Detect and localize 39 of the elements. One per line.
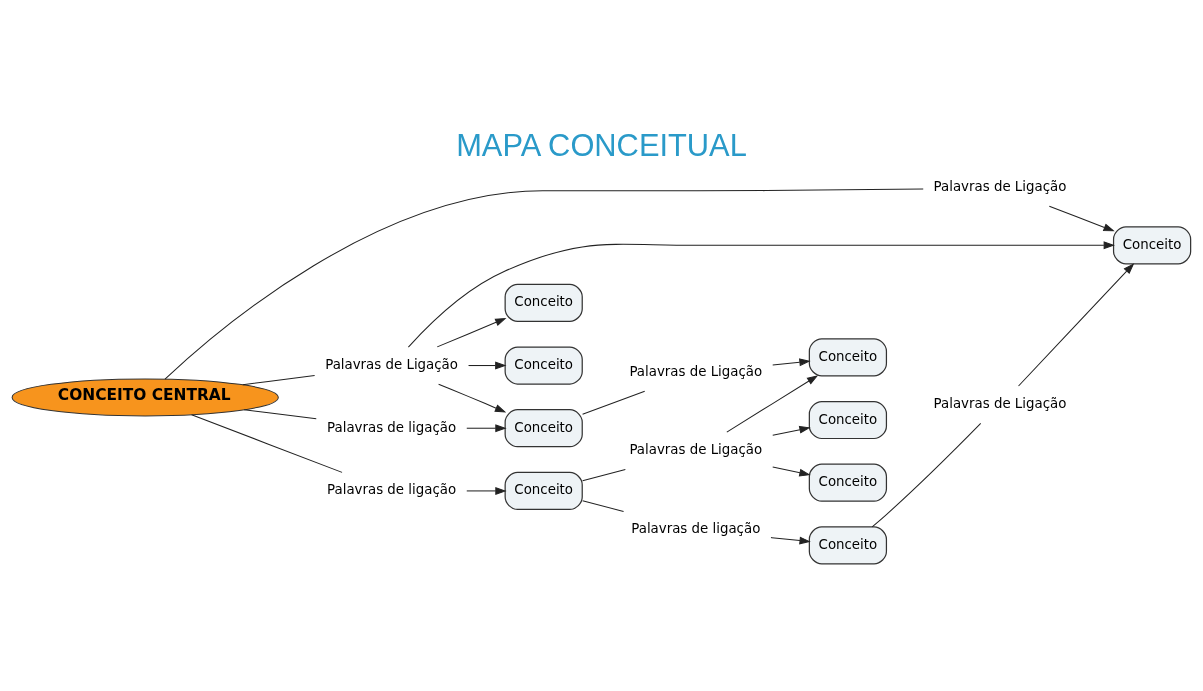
node-box: Conceito [504,471,583,511]
arrow [466,486,507,495]
node-text: Palavras de ligação [327,482,457,498]
connector [242,374,316,386]
node-box: Conceito [808,338,888,377]
node-box: Conceito [504,346,583,385]
arrow [772,425,811,436]
node-text: Palavras de Ligação [325,357,458,373]
diagram-title: MAPA CONCEITUAL [456,127,747,163]
arrow [1018,263,1135,387]
connector [871,422,982,528]
arrow [438,383,507,413]
node-box: Conceito [504,409,583,448]
arrow [407,241,1115,348]
node-box: Conceito [808,526,888,565]
node-box: Conceito [504,283,583,322]
arrow [468,361,507,370]
arrow [1048,205,1115,232]
node-text: Palavras de ligação [327,419,457,435]
arrow [466,424,507,433]
arrow [436,317,507,348]
connector [582,500,625,512]
arrow [770,536,811,545]
node-text: Palavras de Ligação [933,396,1067,412]
connector [191,414,343,473]
node-box: Conceito [808,400,888,440]
connector [582,390,646,415]
node-box: Conceito [808,463,888,502]
node-text: Palavras de Ligação [629,442,763,458]
node-text: Palavras de ligação [631,521,761,537]
arrow [772,358,811,367]
node-text: Palavras de Ligação [629,364,763,380]
arrow [726,375,819,433]
arrow [772,466,811,477]
connector [582,468,626,482]
node-box: Conceito [1112,226,1192,265]
node-ellipse: CONCEITO CENTRAL [11,378,279,417]
node-text: Palavras de Ligação [933,179,1067,195]
connector [243,409,317,420]
